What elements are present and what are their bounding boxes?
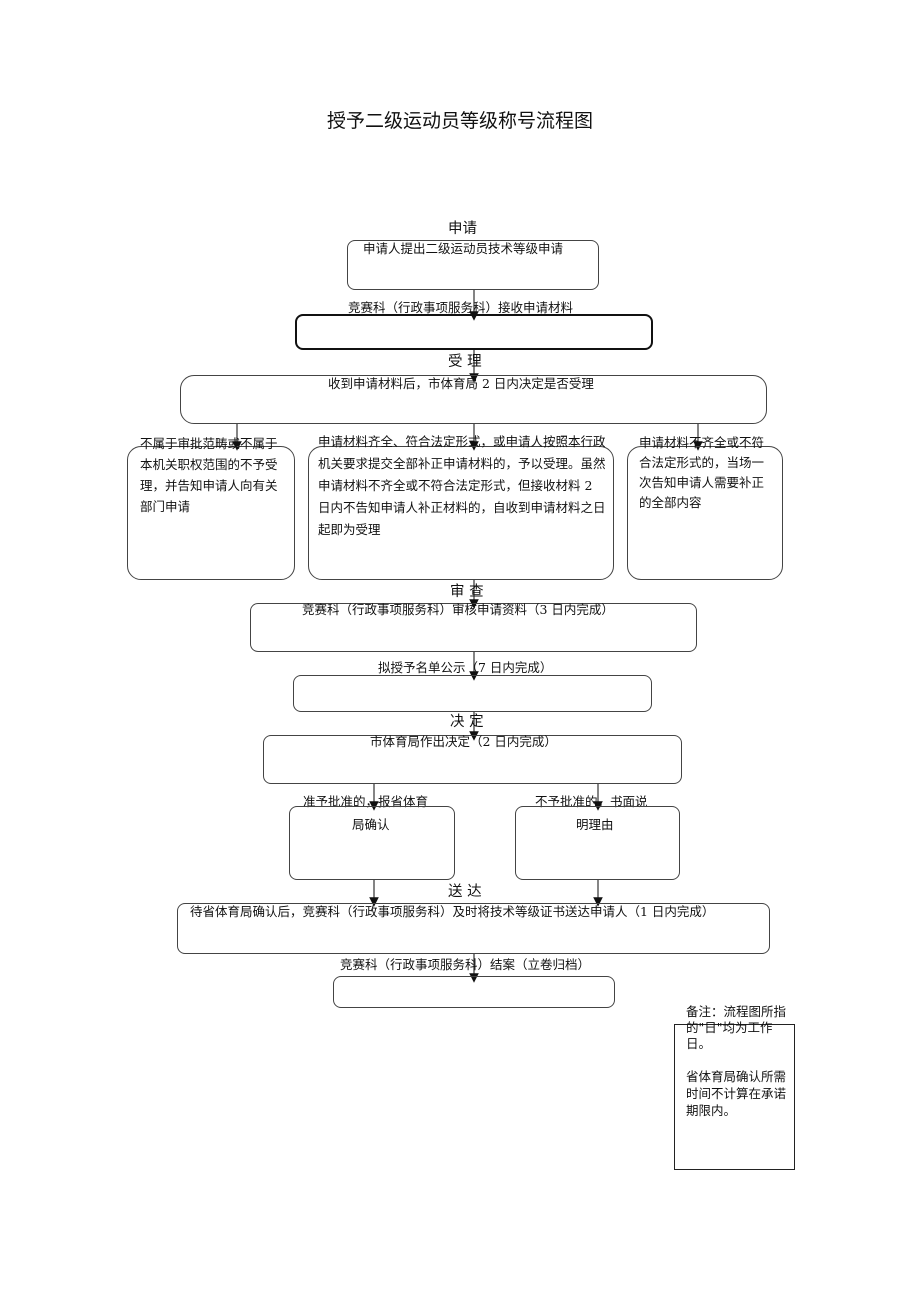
note-box <box>674 1024 795 1170</box>
accept-decision-text: 收到申请材料后，市体育局 2 日内决定是否受理 <box>328 376 594 391</box>
deny-box-text: 明理由 <box>576 817 614 832</box>
stage-label-review: 审 查 <box>450 584 484 600</box>
stage-label-accept: 受 理 <box>448 354 482 370</box>
page-title: 授予二级运动员等级称号流程图 <box>326 110 593 132</box>
receive-materials-box <box>295 314 653 350</box>
decision-box <box>263 735 682 784</box>
stage-label-decide: 决 定 <box>450 714 484 730</box>
apply-box <box>347 240 599 290</box>
stage-label-apply: 申请 <box>448 221 477 237</box>
branch-supplement-text: 申请材料不齐全或不符合法定形式的，当场一次告知申请人需要补正的全部内容 <box>639 435 765 510</box>
stage-label-deliver: 送 达 <box>448 884 482 900</box>
review-box-text: 竞赛科（行政事项服务科）审核申请资料（3 日内完成） <box>302 602 614 617</box>
branch-reject-box <box>127 446 295 580</box>
review-box <box>250 603 697 652</box>
publicity-box <box>293 675 652 712</box>
approve-label: 准予批准的，报省体育 <box>303 794 429 809</box>
note-line-2: 省体育局确认所需时间不计算在承诺期限内。 <box>686 1069 787 1118</box>
deliver-box <box>177 903 770 954</box>
publicity-label: 拟授予名单公示（7 日内完成） <box>378 660 553 675</box>
deliver-box-text: 待省体育局确认后，竞赛科（行政事项服务科）及时将技术等级证书送达申请人（1 日内… <box>190 904 715 919</box>
apply-box-text: 申请人提出二级运动员技术等级申请 <box>363 241 564 256</box>
deny-label: 不予批准的，书面说 <box>535 794 648 809</box>
branch-supplement-box <box>627 446 783 580</box>
receive-materials-label: 竞赛科（行政事项服务科）接收申请材料 <box>348 300 574 315</box>
deny-box <box>515 806 680 880</box>
decision-box-text: 市体育局作出决定（2 日内完成） <box>370 734 557 749</box>
archive-label: 竞赛科（行政事项服务科）结案（立卷归档） <box>340 957 591 972</box>
branch-accept-text: 申请材料齐全、符合法定形式，或申请人按照本行政机关要求提交全部补正申请材料的，予… <box>318 434 606 537</box>
approve-box <box>289 806 455 880</box>
branch-accept-box <box>308 446 614 580</box>
branch-reject-text: 不属于审批范畴或不属于本机关职权范围的不予受理，并告知申请人向有关部门申请 <box>140 436 278 514</box>
approve-box-text: 局确认 <box>352 817 390 832</box>
archive-box <box>333 976 615 1008</box>
note-line-1: 备注：流程图所指的"日"均为工作日。 <box>686 1004 787 1051</box>
accept-decision-box <box>180 375 767 424</box>
